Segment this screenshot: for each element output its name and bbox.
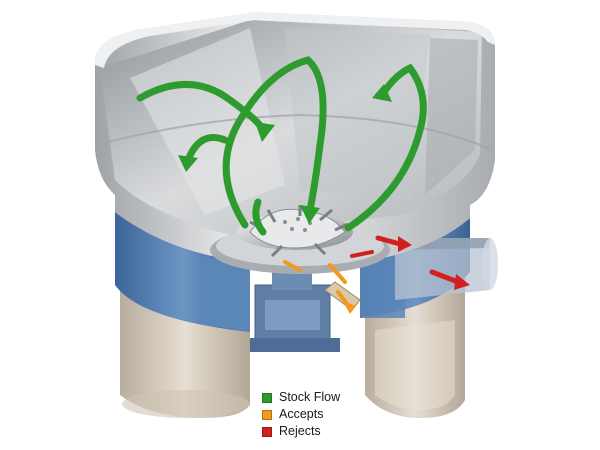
swatch-icon	[262, 409, 272, 420]
legend-item-rejects: Rejects	[262, 423, 340, 440]
arrow-icon	[300, 205, 320, 224]
legend-label: Accepts	[279, 407, 324, 421]
rejects-arrows	[350, 235, 470, 290]
stock-flow-arrowheads	[178, 84, 392, 224]
accepts-arrows	[283, 260, 356, 314]
stock-flow-arrow-3	[184, 134, 229, 164]
stock-flow-arrow-4	[344, 63, 427, 232]
stock-flow-arrow-5	[252, 198, 267, 236]
legend-item-stock-flow: Stock Flow	[262, 389, 340, 406]
legend-item-accepts: Accepts	[262, 406, 340, 423]
legend-label: Stock Flow	[279, 390, 341, 404]
stock-flow-arrow-2	[222, 56, 327, 229]
swatch-icon	[262, 426, 272, 437]
arrow-icon	[398, 236, 412, 252]
gearbox-drive	[250, 268, 361, 352]
swatch-icon	[262, 392, 272, 403]
arrow-icon	[178, 155, 198, 172]
stock-flow-arrow-1	[136, 81, 266, 132]
arrow-icon	[454, 274, 470, 290]
stock-flow-arrows	[136, 56, 427, 236]
arrow-icon	[372, 84, 392, 102]
legend-label: Rejects	[279, 424, 321, 438]
arrow-icon	[255, 122, 275, 142]
rotor	[237, 205, 353, 258]
